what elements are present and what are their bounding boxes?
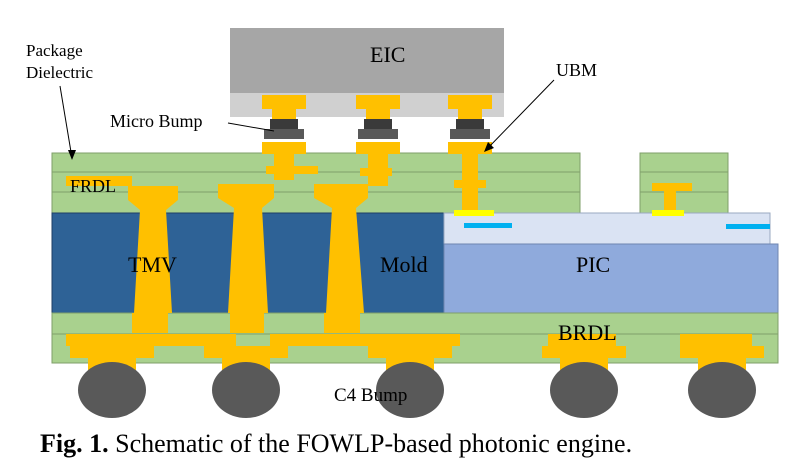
- pic-pad: [454, 210, 684, 216]
- label-ubm: UBM: [556, 60, 597, 80]
- label-brdl: BRDL: [558, 320, 617, 345]
- ubm-arrowhead: [484, 142, 494, 152]
- pic-chip: [443, 243, 779, 314]
- label-micro-bump: Micro Bump: [110, 111, 203, 131]
- label-eic: EIC: [370, 42, 405, 67]
- label-frdl: FRDL: [70, 176, 116, 196]
- figure-caption: Fig. 1. Schematic of the FOWLP-based pho…: [40, 429, 632, 458]
- label-pic: PIC: [576, 252, 610, 277]
- dielectric-leader: [59, 85, 73, 159]
- label-mold: Mold: [380, 252, 428, 277]
- label-package: Package: [26, 41, 83, 60]
- ubm-leader: [485, 79, 555, 151]
- pic-top-cladding: [443, 212, 771, 245]
- dielectric-arrowhead: [68, 150, 76, 160]
- waveguide: [464, 223, 770, 229]
- caption-prefix: Fig. 1.: [40, 429, 109, 458]
- label-dielectric: Dielectric: [26, 63, 93, 82]
- micro-bump: [262, 95, 492, 210]
- micro-bump-leader: [227, 122, 275, 132]
- eic-chip: [230, 28, 504, 93]
- frdl-via-right: [652, 183, 692, 211]
- c4-bump: [78, 362, 756, 418]
- tmv-via: [128, 184, 368, 313]
- label-tmv: TMV: [128, 252, 177, 277]
- label-c4-bump: C4 Bump: [334, 385, 407, 406]
- brdl-trace: [66, 313, 752, 346]
- caption-text: Schematic of the FOWLP-based photonic en…: [109, 429, 632, 458]
